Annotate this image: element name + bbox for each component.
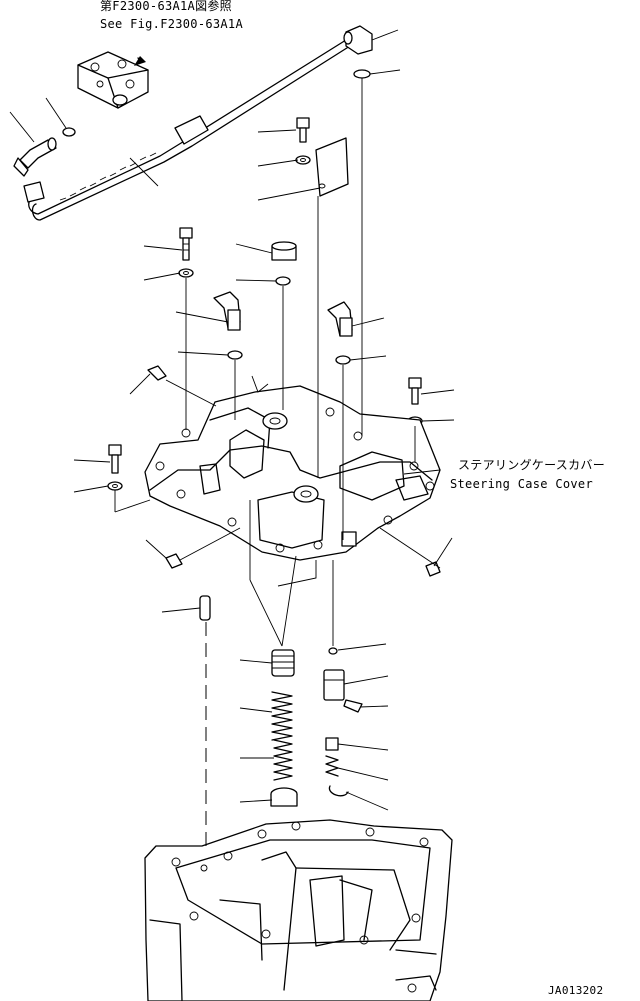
- plug-cap: [271, 241, 297, 261]
- o-ring-top-right: [353, 69, 371, 79]
- small-spring: [325, 755, 339, 777]
- reference-valve-block: [77, 51, 149, 109]
- reference-note-japanese: 第F2300-63A1A図参照: [100, 0, 232, 13]
- bolt-left-lower: [108, 444, 122, 474]
- leader-lines: [9, 29, 455, 811]
- washer-upper-center: [295, 155, 311, 165]
- small-plug-lower-right: [425, 561, 441, 577]
- figure-code: JA013202: [548, 984, 604, 997]
- reference-note-english: See Fig.F2300-63A1A: [100, 17, 243, 31]
- small-plug-left: [147, 365, 167, 381]
- retainer-clip: [343, 699, 363, 713]
- spool-valve: [271, 649, 295, 677]
- small-spool: [325, 737, 339, 751]
- spring-seat: [270, 787, 298, 807]
- callout-japanese: ステアリングケースカバー: [458, 458, 606, 472]
- pin-small: [328, 647, 338, 655]
- small-plug-lower-left: [165, 553, 183, 569]
- o-ring-center: [275, 276, 291, 286]
- bolt-right: [408, 377, 422, 405]
- o-ring-center-left: [227, 350, 243, 360]
- small-valve-body: [323, 669, 345, 701]
- o-ring-top-left: [62, 127, 76, 137]
- snap-ring: [328, 785, 349, 797]
- o-ring-center-right: [335, 355, 351, 365]
- bolt-upper-center: [296, 117, 310, 143]
- elbow-fitting-right: [327, 301, 353, 337]
- washer-left-lower: [107, 481, 123, 491]
- elbow-fitting-top-right: [343, 25, 373, 55]
- callout-english: Steering Case Cover: [450, 477, 593, 491]
- steering-case-cover: [144, 385, 441, 561]
- outer-spring: [271, 691, 293, 741]
- bracket-plate: [315, 137, 349, 197]
- elbow-fitting-center: [213, 291, 241, 331]
- washer-left-upper: [178, 268, 194, 278]
- bolt-left-upper: [179, 227, 193, 261]
- elbow-fitting-left: [13, 137, 57, 177]
- assembly-lines: [114, 78, 441, 850]
- dowel-pin: [199, 595, 211, 621]
- inner-spring: [273, 739, 293, 781]
- transmission-case: [144, 819, 453, 1001]
